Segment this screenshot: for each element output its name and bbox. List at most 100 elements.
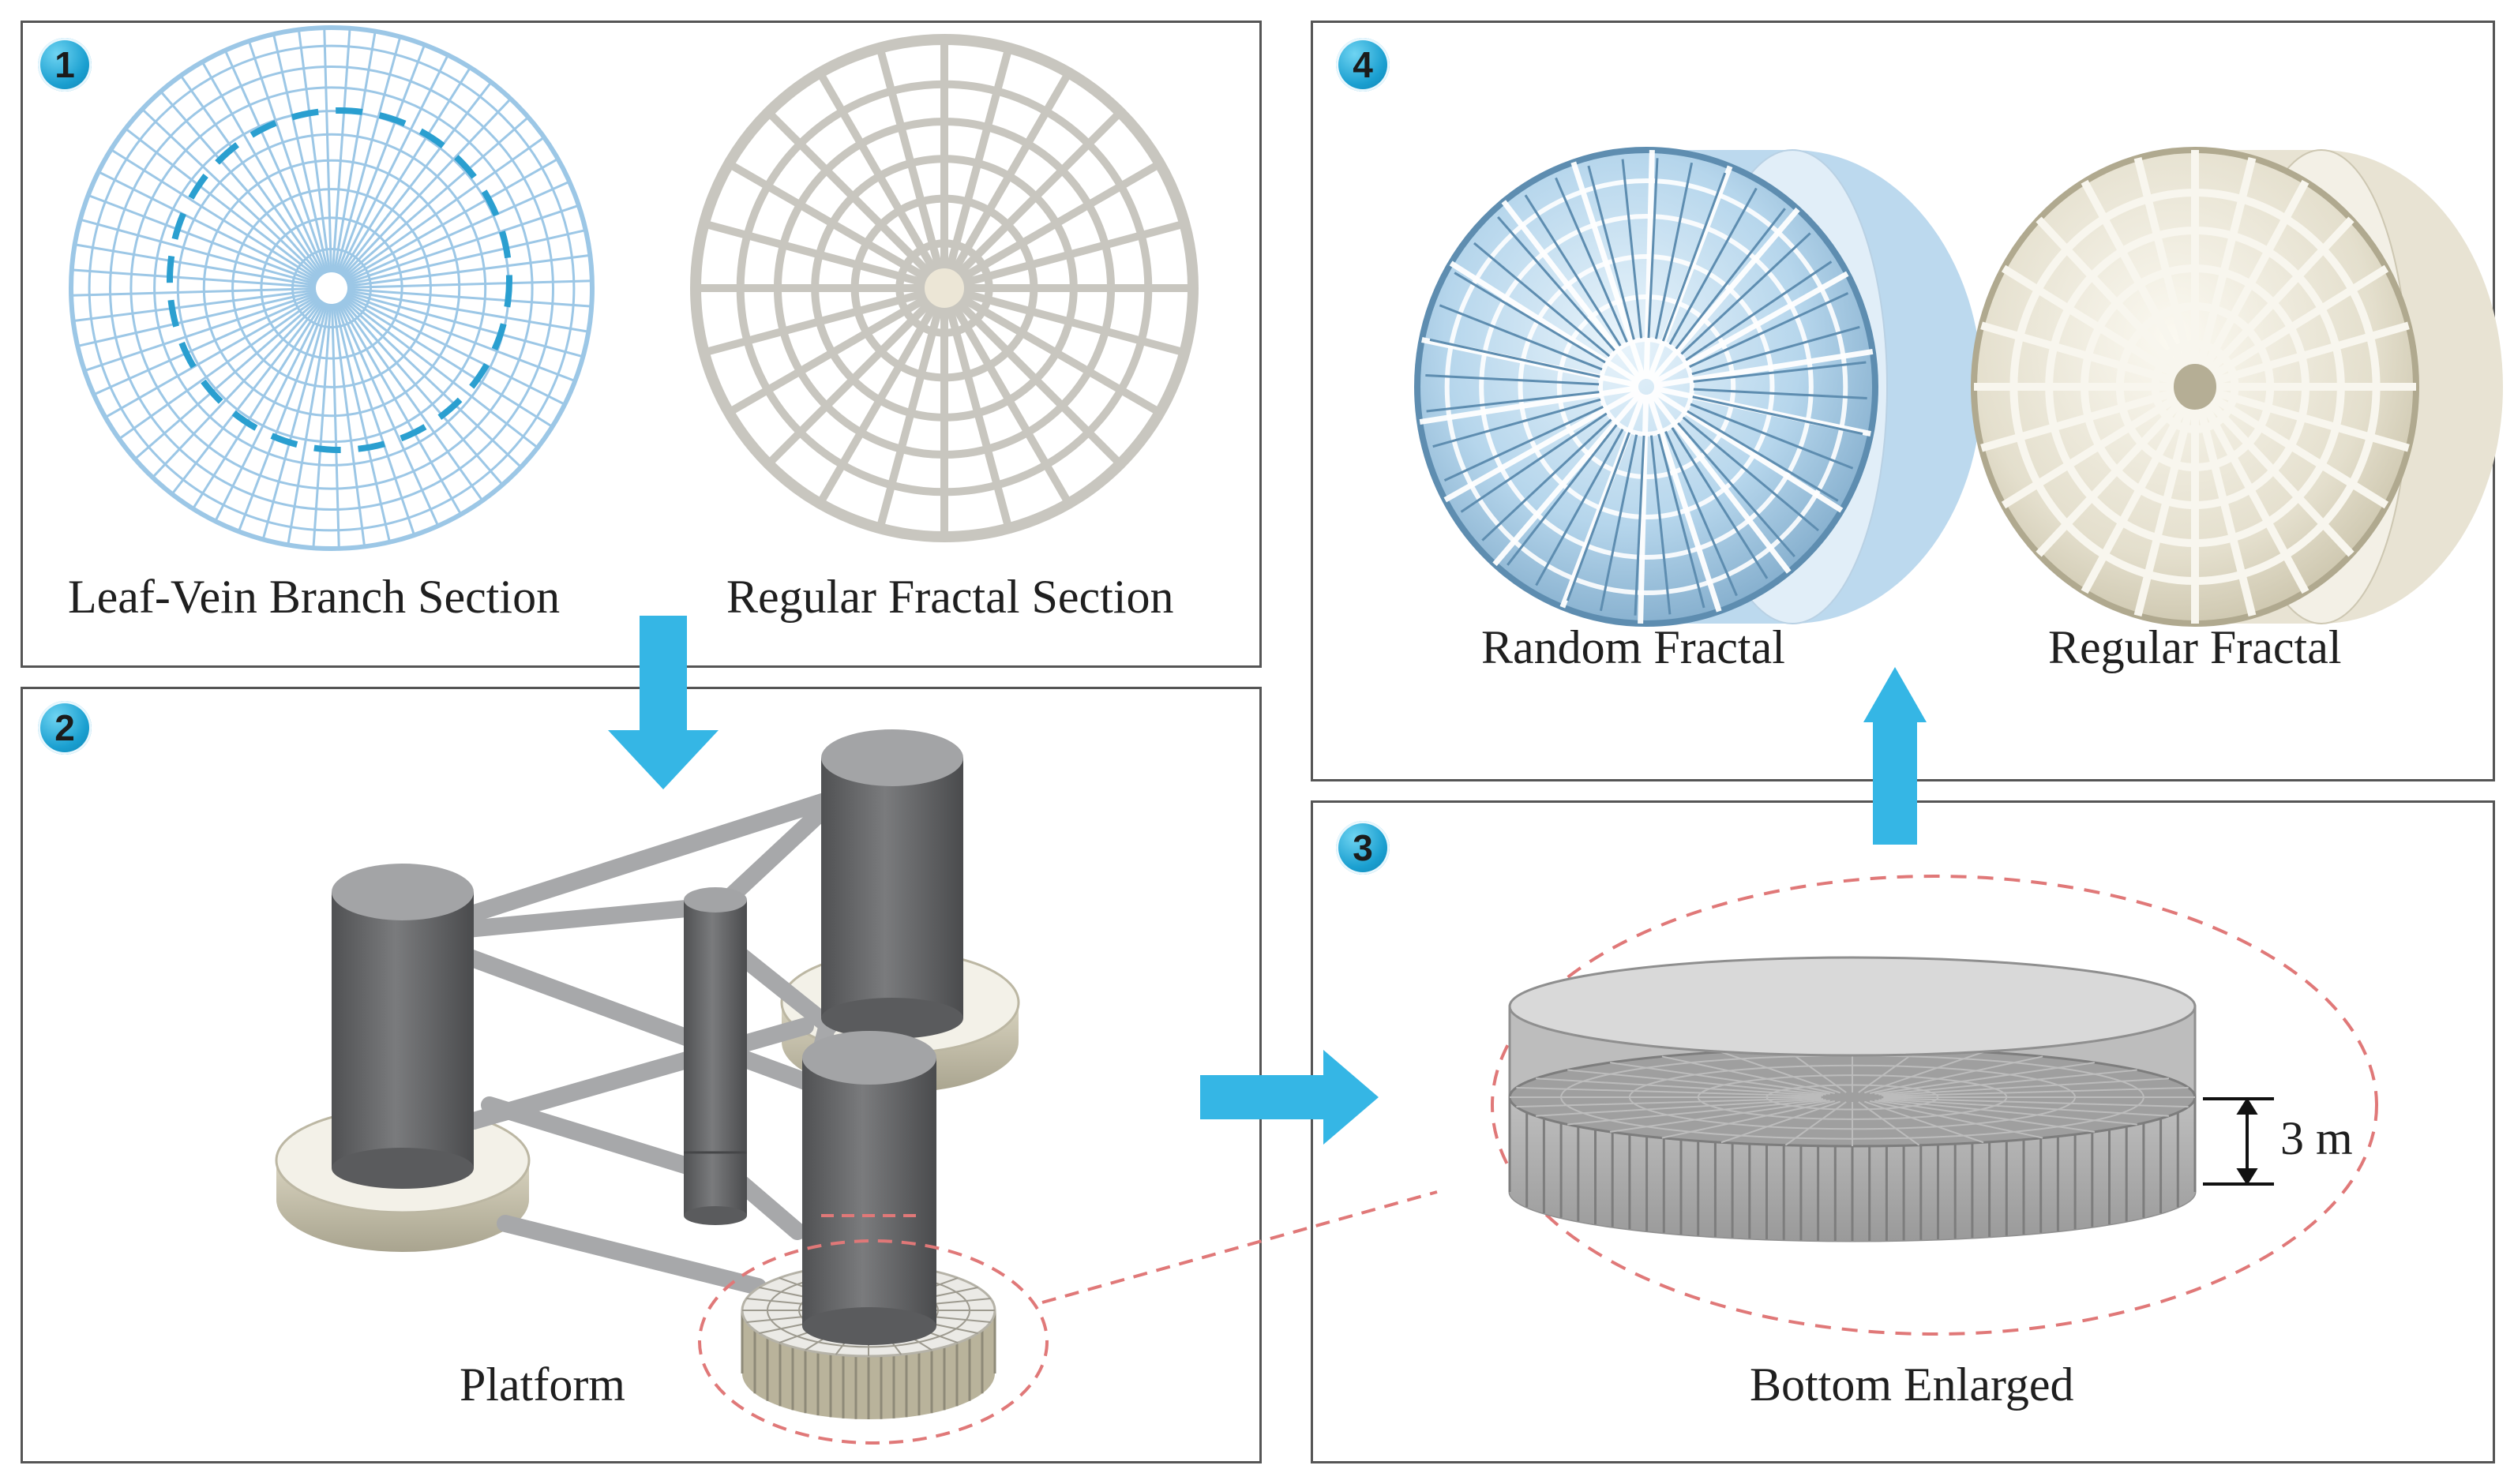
leaf-vein-branch: [73, 289, 317, 323]
leaf-vein-ring: [109, 66, 554, 511]
regular-spoke: [726, 295, 928, 416]
cell-spoke: [1609, 1100, 1830, 1133]
label-dimension-3m: 3 m: [2280, 1112, 2353, 1164]
arrow-right: [1200, 1050, 1379, 1145]
column-right-back: [821, 729, 963, 1039]
regular-spoke: [726, 160, 928, 281]
panel-4-badge: 4: [1336, 38, 1390, 92]
leaf-vein-branch: [340, 300, 484, 501]
random-fractal-cell-edge: [1677, 422, 1795, 558]
regular-fractal-spoke: [2197, 157, 2257, 364]
cell-spoke: [1883, 1086, 2189, 1097]
random-fractal-branch: [1638, 394, 1649, 624]
random-fractal-cell-edge: [1439, 304, 1603, 371]
random-fractal-cell-edge: [1668, 187, 1758, 345]
regular-spoke: [946, 47, 1013, 268]
leaf-vein-branch: [88, 193, 317, 284]
leaf-vein-branch: [346, 292, 576, 383]
regular-fractal-spoke: [2036, 402, 2182, 557]
random-fractal-cell-edge: [1657, 433, 1705, 609]
regular-fractal-spoke: [2213, 395, 2389, 509]
regular-fractal-spoke: [2213, 264, 2389, 378]
regular-spoke: [703, 290, 925, 357]
label-regular-fractal-section: Regular Fractal Section: [726, 571, 1174, 623]
random-fractal-cell-edge: [1566, 432, 1631, 601]
random-fractal-branch: [1653, 348, 1874, 388]
cell-spoke: [1883, 1097, 2189, 1108]
cell-spoke: [1567, 1069, 1826, 1096]
leaf-vein-branch: [345, 294, 565, 406]
random-fractal-cell-edge: [1507, 424, 1618, 566]
leaf-vein-branch: [214, 302, 326, 522]
random-fractal-cell-edge: [1682, 416, 1819, 532]
leaf-vein-branch: [247, 40, 328, 274]
random-fractal-cell-edge: [1649, 435, 1672, 615]
random-fractal-branch: [1652, 271, 1849, 386]
regular-spoke: [816, 305, 937, 506]
leaf-vein-ring: [260, 216, 403, 360]
random-fractal-cell-edge: [1693, 388, 1867, 399]
random-fractal-ring: [1518, 254, 1775, 519]
leaf-vein-branch: [347, 229, 587, 287]
leaf-vein-branch: [337, 54, 449, 275]
regular-spoke: [961, 295, 1162, 416]
leaf-vein-branch: [237, 302, 328, 532]
panel-3-badge: 3: [1336, 821, 1390, 875]
leaf-vein-branch: [339, 66, 471, 275]
random-fractal-cell-edge: [1621, 159, 1643, 339]
regular-fractal-spoke: [2216, 389, 2410, 452]
regular-fractal-spoke: [2216, 321, 2410, 384]
leaf-vein-branch: [201, 61, 325, 275]
regular-spoke: [765, 301, 932, 467]
random-fractal-cell-edge: [1680, 232, 1811, 355]
random-fractal-cell-edge: [1432, 398, 1601, 448]
random-fractal-cell-edge: [1634, 435, 1645, 616]
leaf-vein-branch: [110, 148, 319, 281]
cell-spoke: [1567, 1099, 1826, 1126]
random-fractal-cell-edge: [1599, 434, 1638, 612]
random-fractal-branch: [1443, 388, 1641, 503]
leaf-vein-branch: [104, 294, 319, 419]
cell-spoke: [1881, 1077, 2170, 1096]
leaf-vein-branch: [347, 253, 591, 287]
random-fractal-branch: [1646, 165, 1733, 380]
leaf-vein-branch: [223, 50, 327, 275]
regular-spoke: [957, 301, 1124, 467]
leaf-vein-branch: [159, 90, 323, 277]
leaf-vein-branch: [297, 29, 331, 273]
leaf-vein-branch: [338, 301, 463, 515]
cell-spoke: [1720, 1051, 1841, 1094]
random-fractal-branch: [1419, 385, 1639, 425]
leaf-vein-branch: [342, 298, 522, 468]
random-fractal-cell-edge: [1690, 403, 1854, 470]
cell-spoke: [1881, 1098, 2170, 1117]
regular-spoke: [876, 308, 943, 530]
label-regular-fractal: Regular Fractal: [2048, 621, 2342, 673]
regular-fractal-section-graphic: [690, 34, 1199, 542]
random-fractal-cell-edge: [1647, 158, 1659, 339]
random-fractal-cell-edge: [1524, 194, 1622, 347]
random-fractal-cell-edge: [1443, 405, 1604, 482]
regular-fractal-spoke: [2208, 402, 2355, 557]
regular-spoke: [816, 70, 937, 272]
random-fractal-branch: [1643, 150, 1655, 380]
random-fractal-cell-edge: [1689, 292, 1849, 369]
random-fractal-branch: [1645, 393, 1722, 613]
leaf-vein-branch: [333, 303, 391, 543]
leaf-vein-branch: [125, 127, 321, 279]
random-fractal-cell-edge: [1429, 338, 1600, 378]
leaf-vein-branch: [344, 157, 559, 282]
leaf-vein-branch: [336, 44, 426, 274]
leaf-vein-branch: [141, 108, 321, 279]
random-fractal-ring: [1444, 178, 1848, 595]
panel-2-badge: 2: [38, 701, 92, 755]
cell-spoke: [1863, 1100, 1984, 1144]
cell-spoke: [1535, 1098, 1824, 1117]
regular-spoke: [964, 290, 1186, 357]
leaf-vein-section-graphic: [69, 25, 595, 551]
cell-spoke: [1858, 1048, 1920, 1093]
regular-spoke: [946, 308, 1013, 530]
random-fractal-branch: [1649, 391, 1792, 574]
label-bottom-enlarged: Bottom Enlarged: [1750, 1358, 2074, 1411]
